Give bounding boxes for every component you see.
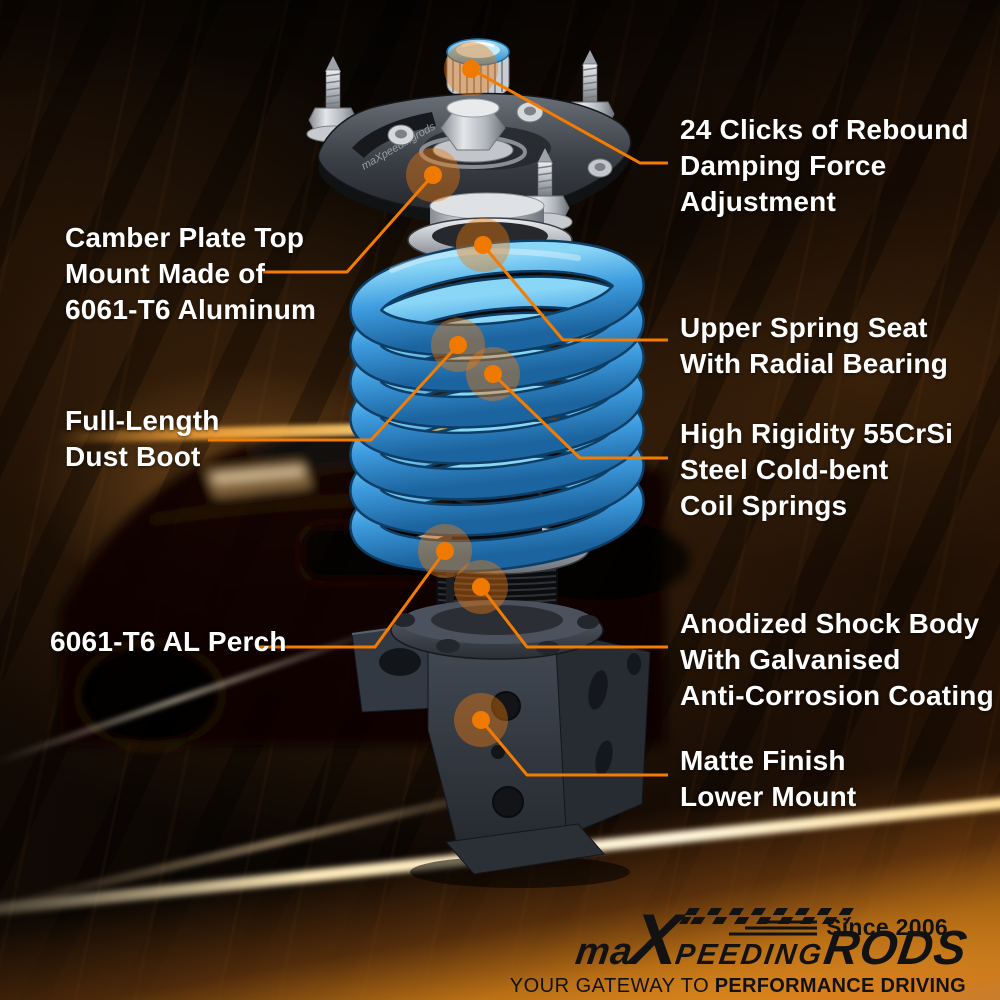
lower-mount-bracket	[351, 617, 651, 888]
label-rebound-adjustment: 24 Clicks of Rebound Damping Force Adjus…	[680, 114, 969, 217]
callout-line-camber-plate	[263, 174, 435, 274]
callout-line-shock-body	[479, 586, 668, 649]
wordmark-rods: RODS	[821, 922, 972, 975]
callout-line-dust-boot	[208, 343, 460, 442]
plate-allen-bolt	[387, 124, 415, 146]
wordmark-peeding: PEEDING	[673, 939, 827, 971]
callout-line-perch	[258, 550, 447, 649]
spring-perch-flange	[390, 600, 604, 660]
top-mount-center-nut	[419, 98, 527, 169]
label-camber-plate: Camber Plate Top Mount Made of 6061-T6 A…	[65, 222, 317, 325]
callout-line-coil-springs	[491, 372, 668, 460]
label-dust-boot: Full-Length Dust Boot	[65, 405, 220, 472]
label-coil-springs: High Rigidity 55CrSi Steel Cold-bent Coi…	[680, 418, 954, 521]
label-shock-body: Anodized Shock Body With Galvanised Anti…	[680, 608, 994, 711]
plate-allen-bolt	[587, 158, 613, 178]
callout-line-lower-mount	[479, 719, 668, 777]
label-spring-seat: Upper Spring Seat With Radial Bearing	[680, 312, 949, 379]
tagline-regular: YOUR GATEWAY TO	[509, 975, 710, 997]
tagline-bold: PERFORMANCE DRIVING	[714, 975, 966, 997]
brand-tagline: YOUR GATEWAY TO PERFORMANCE DRIVING	[510, 975, 966, 998]
label-perch: 6061-T6 AL Perch	[50, 626, 287, 657]
label-lower-mount: Matte Finish Lower Mount	[680, 745, 857, 812]
callout-line-spring-seat	[481, 244, 668, 342]
callout-line-rebound	[470, 67, 668, 165]
callout-dots	[406, 42, 520, 747]
